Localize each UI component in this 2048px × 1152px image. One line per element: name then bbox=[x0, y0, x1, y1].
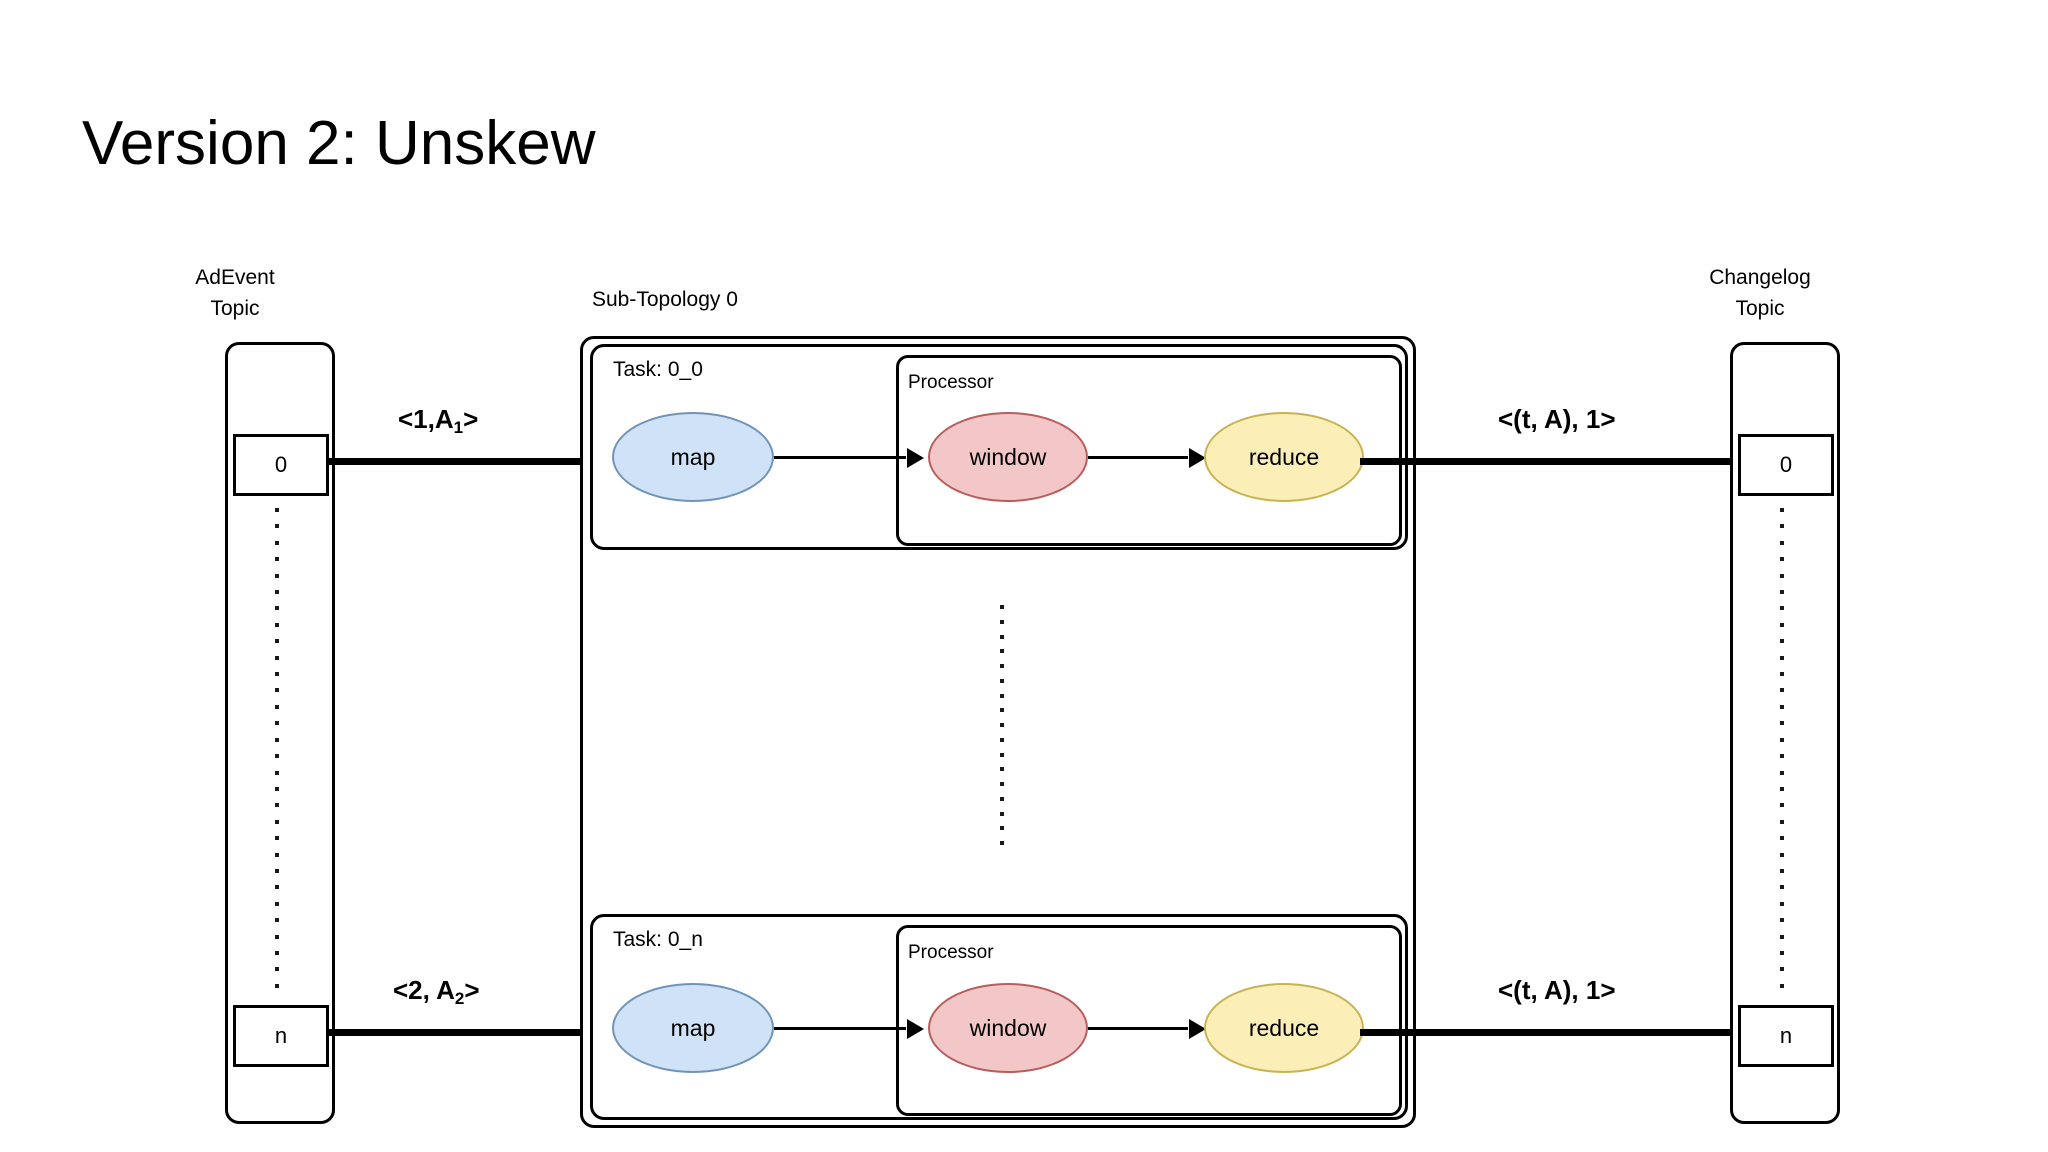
edge-label-input-bottom-close: > bbox=[464, 975, 480, 1005]
adevent-partition-0: 0 bbox=[233, 434, 329, 496]
changelog-topic-ellipsis bbox=[1780, 508, 1784, 988]
edge-label-input-top-sub: 1 bbox=[453, 418, 464, 437]
task-0-n-label: Task: 0_n bbox=[613, 928, 703, 951]
edge-label-input-bottom-sub: 2 bbox=[454, 989, 465, 1008]
edge-label-input-bottom: <2, A2> bbox=[393, 975, 480, 1008]
changelog-partition-0: 0 bbox=[1738, 434, 1834, 496]
arrow-task-0-n-map-to-window bbox=[774, 1018, 924, 1039]
arrow-input-top bbox=[327, 445, 616, 478]
task-0-n-node-window-label: window bbox=[969, 1014, 1047, 1041]
subtopology-ellipsis bbox=[1000, 605, 1004, 845]
arrow-task-0-n-window-to-reduce bbox=[1088, 1018, 1206, 1039]
arrow-output-top bbox=[1360, 445, 1759, 478]
edge-label-input-top-close: > bbox=[463, 404, 479, 434]
changelog-topic-header: Changelog Topic bbox=[1709, 266, 1811, 320]
task-0-0-node-map: map bbox=[612, 412, 774, 502]
task-0-0-node-reduce: reduce bbox=[1204, 412, 1364, 502]
edge-label-input-top: <1,A1> bbox=[398, 404, 479, 437]
arrowhead-icon bbox=[907, 447, 924, 468]
changelog-partition-n-label: n bbox=[1779, 1023, 1793, 1048]
arrowhead-icon bbox=[907, 1018, 924, 1039]
edge-label-input-bottom-key: <2, A bbox=[393, 975, 455, 1005]
edge-label-output-top: <(t, A), 1> bbox=[1498, 404, 1616, 434]
task-0-n-node-map: map bbox=[612, 983, 774, 1073]
adevent-partition-n-label: n bbox=[274, 1023, 288, 1048]
task-0-n-node-reduce-label: reduce bbox=[1248, 1014, 1320, 1041]
task-0-0-node-map-label: map bbox=[670, 443, 716, 470]
changelog-partition-0-label: 0 bbox=[1779, 452, 1793, 477]
task-0-0-node-window-label: window bbox=[969, 443, 1047, 470]
task-0-n-node-window: window bbox=[928, 983, 1088, 1073]
task-0-n-node-reduce: reduce bbox=[1204, 983, 1364, 1073]
edge-label-input-top-key: <1,A bbox=[398, 404, 454, 434]
arrowhead-icon bbox=[1189, 447, 1206, 468]
task-0-0-label: Task: 0_0 bbox=[613, 358, 703, 381]
task-0-0-processor-label: Processor bbox=[908, 372, 994, 393]
arrowhead-icon bbox=[1189, 1018, 1206, 1039]
subtopology-label: Sub-Topology 0 bbox=[592, 288, 738, 311]
adevent-partition-0-label: 0 bbox=[274, 452, 288, 477]
adevent-partition-n: n bbox=[233, 1005, 329, 1067]
task-0-0-node-window: window bbox=[928, 412, 1088, 502]
arrow-task-0-0-map-to-window bbox=[774, 447, 924, 468]
changelog-partition-n: n bbox=[1738, 1005, 1834, 1067]
task-0-n-processor-label: Processor bbox=[908, 942, 994, 963]
task-0-n-node-map-label: map bbox=[670, 1014, 716, 1041]
arrow-task-0-0-window-to-reduce bbox=[1088, 447, 1206, 468]
adevent-topic-header: AdEvent Topic bbox=[195, 266, 275, 320]
arrow-output-bottom bbox=[1360, 1016, 1759, 1049]
adevent-topic-ellipsis bbox=[275, 508, 279, 988]
arrow-input-bottom bbox=[327, 1016, 616, 1049]
edge-label-output-bottom: <(t, A), 1> bbox=[1498, 975, 1616, 1005]
task-0-0-node-reduce-label: reduce bbox=[1248, 443, 1320, 470]
page-title: Version 2: Unskew bbox=[82, 109, 596, 178]
